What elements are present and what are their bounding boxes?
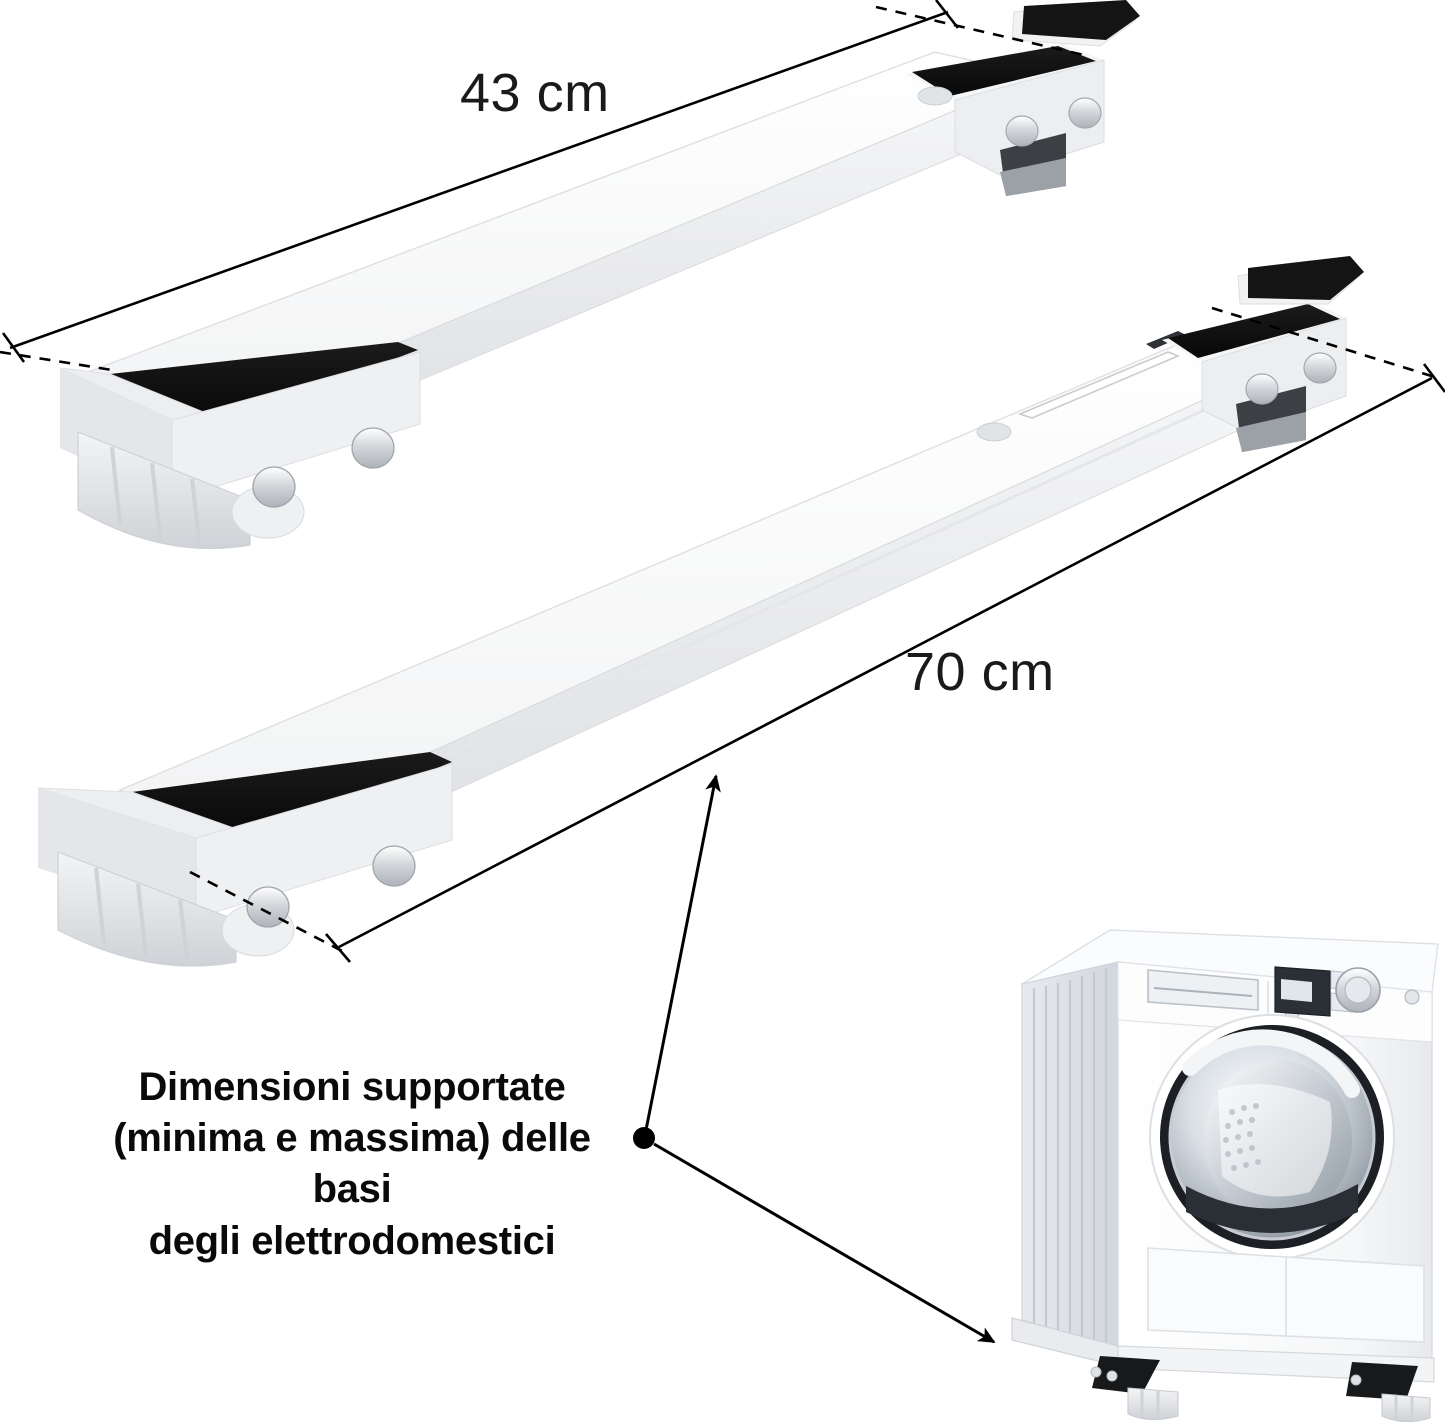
door-lower-shadow xyxy=(1186,1184,1358,1233)
rivet-right-lower-2 xyxy=(1245,373,1279,405)
display-readout xyxy=(1281,979,1312,1002)
drum-reflection xyxy=(1218,1084,1332,1197)
beam2-seam xyxy=(299,400,1223,824)
leader-arrow-to-appliance xyxy=(653,1142,996,1344)
dimension-line-43cm xyxy=(0,0,1089,372)
rubber-pad-right-2 xyxy=(1168,304,1340,358)
drum-perforations xyxy=(1223,1103,1261,1171)
dimension-label-maximum: 70 cm xyxy=(905,642,1055,702)
dim-43-ext-right xyxy=(875,5,1089,58)
retainer-tab-right-2 xyxy=(1248,256,1364,300)
rubber-pad-left xyxy=(110,342,418,422)
beam-boss-top xyxy=(917,86,953,106)
leader-arrow-to-bases xyxy=(644,774,721,1131)
dimension-label-minimum: 43 cm xyxy=(460,63,610,123)
dim-43-main-line xyxy=(9,10,949,350)
door-chrome-highlight xyxy=(1182,1029,1360,1098)
end-housing-front-left-2 xyxy=(195,763,453,919)
axle-cap-left-front xyxy=(252,466,296,508)
power-button[interactable] xyxy=(1404,989,1420,1005)
washing-machine xyxy=(1011,929,1439,1422)
dimension-line-70cm xyxy=(189,306,1445,963)
caption-line-2: (minima e massima) delle basi xyxy=(113,1116,591,1212)
caption-line-3: degli elettrodomestici xyxy=(148,1218,556,1263)
bracket-foot-right xyxy=(1000,158,1066,196)
caster-wheel-left xyxy=(77,431,305,550)
leader-origin-dot xyxy=(633,1127,655,1149)
rivet-right-lower xyxy=(1005,115,1039,147)
dim-43-ext-left xyxy=(0,350,113,372)
machine-roller-base xyxy=(1011,1317,1435,1422)
drawer-handle-line xyxy=(1153,987,1253,997)
telescoping-slot xyxy=(1017,351,1181,419)
axle-cap-left-rear-2 xyxy=(372,845,416,887)
axle-cap-left-front-2 xyxy=(246,886,290,928)
rubber-pad-right xyxy=(912,46,1096,96)
rubber-pad-left-2 xyxy=(132,752,452,838)
side-panel-ribs xyxy=(1032,968,1108,1342)
roller-base-maximum xyxy=(37,256,1364,967)
dim-70-tick-right xyxy=(1422,363,1445,393)
axle-cap-left-rear xyxy=(351,427,395,469)
rivet-right-upper xyxy=(1068,97,1102,129)
detergent-drawer xyxy=(1147,969,1259,1011)
dim-70-main-line xyxy=(336,376,1433,950)
caption-leader-group xyxy=(633,774,996,1344)
dim-70-ext-left xyxy=(189,870,345,954)
end-housing-left-2 xyxy=(38,788,196,918)
roller-base-minimum xyxy=(59,0,1140,550)
dim-43-tick-left xyxy=(1,332,26,363)
dim-43-tick-right xyxy=(934,0,960,29)
beam2-boss-top xyxy=(976,422,1012,442)
caption-line-1: Dimensioni supportate xyxy=(138,1065,566,1109)
program-knob-inner xyxy=(1344,976,1372,1004)
caption-block: Dimensioni supportate (minima e massima)… xyxy=(72,1062,632,1267)
retainer-tab-right xyxy=(1022,0,1140,40)
bracket-foot-right-2 xyxy=(1236,412,1306,452)
rivet-right-upper-2 xyxy=(1303,352,1337,384)
